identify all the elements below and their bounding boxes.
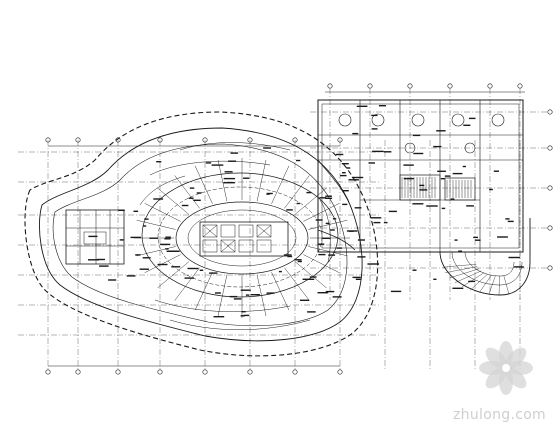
annex-outline [317,99,524,253]
curved-wing [439,218,531,296]
slab-edge [39,127,363,342]
watermark-text: zhulong.com [453,407,546,423]
dimension-marks [45,83,553,375]
annotation-scribbles [88,105,524,318]
outer-dashed-boundary [24,111,379,357]
left-service-block [65,209,125,265]
staircase [401,177,472,198]
rectangular-annex-plan [317,99,531,296]
elevator-core [199,221,289,257]
flower-logo-icon [479,341,533,395]
